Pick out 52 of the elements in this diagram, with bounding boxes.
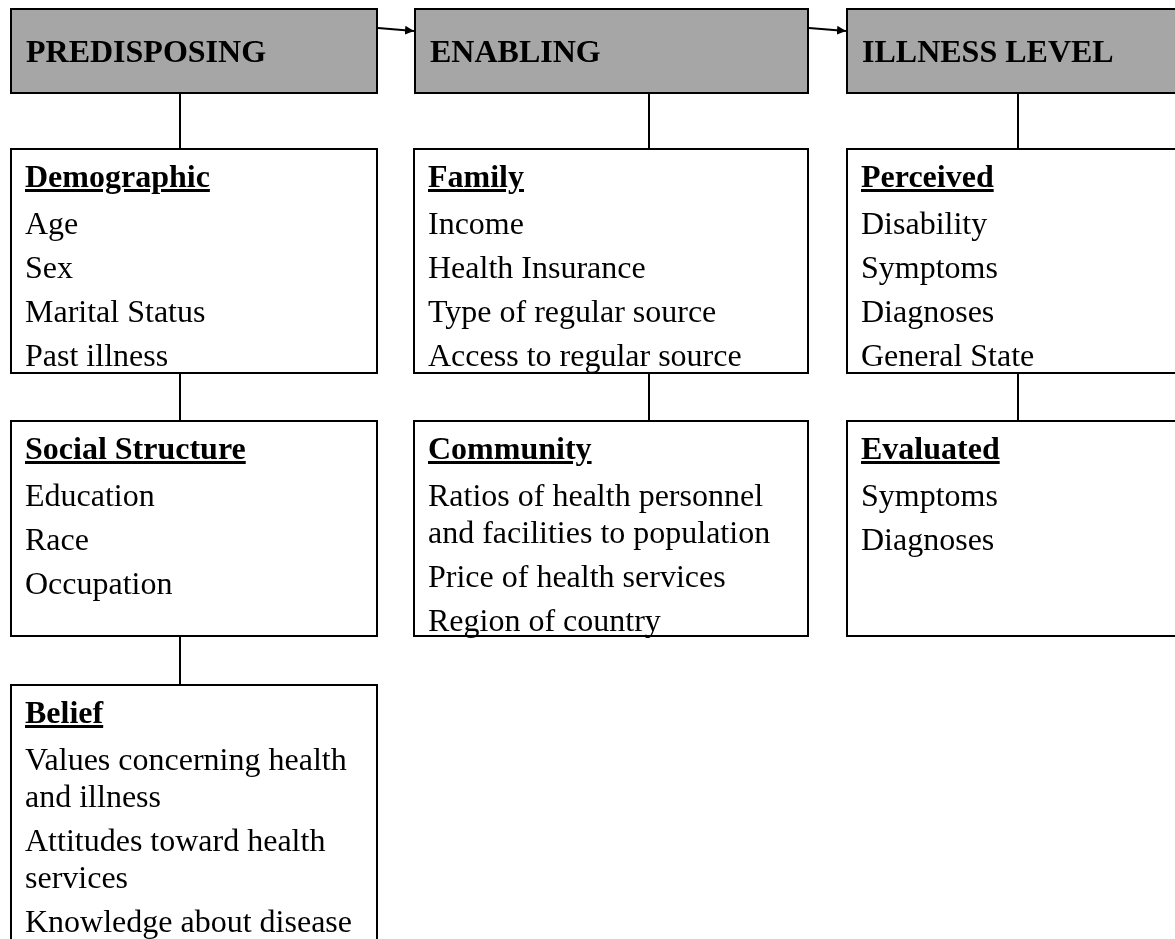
category-heading: Family	[428, 157, 524, 196]
factor-item: Past illness	[25, 337, 170, 374]
factor-item: General State	[861, 337, 1036, 374]
factor-item: Race	[25, 521, 90, 558]
factor-item: Values concerning health and illness	[25, 741, 348, 815]
category-heading: Evaluated	[861, 429, 1000, 468]
factor-item: Ratios of health personnel and facilities to population	[428, 477, 772, 551]
connector-line	[648, 93, 650, 149]
factor-item: Symptoms	[861, 477, 999, 514]
factor-box	[846, 148, 1175, 374]
connector-line	[648, 373, 650, 421]
category-heading: Social Structure	[25, 429, 246, 468]
stage-header-box	[10, 8, 378, 94]
factor-box	[413, 148, 809, 374]
connector-line	[179, 93, 181, 149]
factor-item: Occupation	[25, 565, 174, 602]
category-heading: Belief	[25, 693, 104, 732]
stage-header-box	[846, 8, 1175, 94]
factor-box	[10, 684, 378, 939]
factor-item: Education	[25, 477, 156, 514]
factor-item: Disability	[861, 205, 989, 242]
stage-title: ILLNESS LEVEL	[862, 33, 1115, 69]
factor-item: Price of health services	[428, 558, 727, 595]
connector-line	[1017, 93, 1019, 149]
factor-item: Type of regular source	[428, 293, 718, 330]
factor-item: Sex	[25, 249, 74, 286]
connector-line	[1017, 373, 1019, 421]
factor-item: Knowledge about disease	[25, 903, 353, 939]
connector-line	[179, 636, 181, 685]
factor-item: Income	[428, 205, 525, 242]
category-heading: Perceived	[861, 157, 994, 196]
connector-line	[179, 373, 181, 421]
category-heading: Demographic	[25, 157, 210, 196]
factor-item: Marital Status	[25, 293, 207, 330]
stage-title: ENABLING	[430, 33, 602, 69]
stage-header-box	[414, 8, 809, 94]
stage-title: PREDISPOSING	[26, 33, 268, 69]
category-heading: Community	[428, 429, 592, 468]
factor-item: Diagnoses	[861, 293, 996, 330]
factor-box	[846, 420, 1175, 637]
factor-box	[10, 420, 378, 637]
arrow	[808, 25, 847, 35]
factor-item: Symptoms	[861, 249, 999, 286]
factor-item: Access to regular source	[428, 337, 743, 374]
factor-item: Attitudes toward health services	[25, 822, 327, 896]
factor-item: Region of country	[428, 602, 662, 639]
factor-item: Age	[25, 205, 80, 242]
factor-box	[10, 148, 378, 374]
factor-item: Diagnoses	[861, 521, 996, 558]
factor-item: Health Insurance	[428, 249, 647, 286]
arrow	[377, 25, 415, 35]
factor-box	[413, 420, 809, 637]
